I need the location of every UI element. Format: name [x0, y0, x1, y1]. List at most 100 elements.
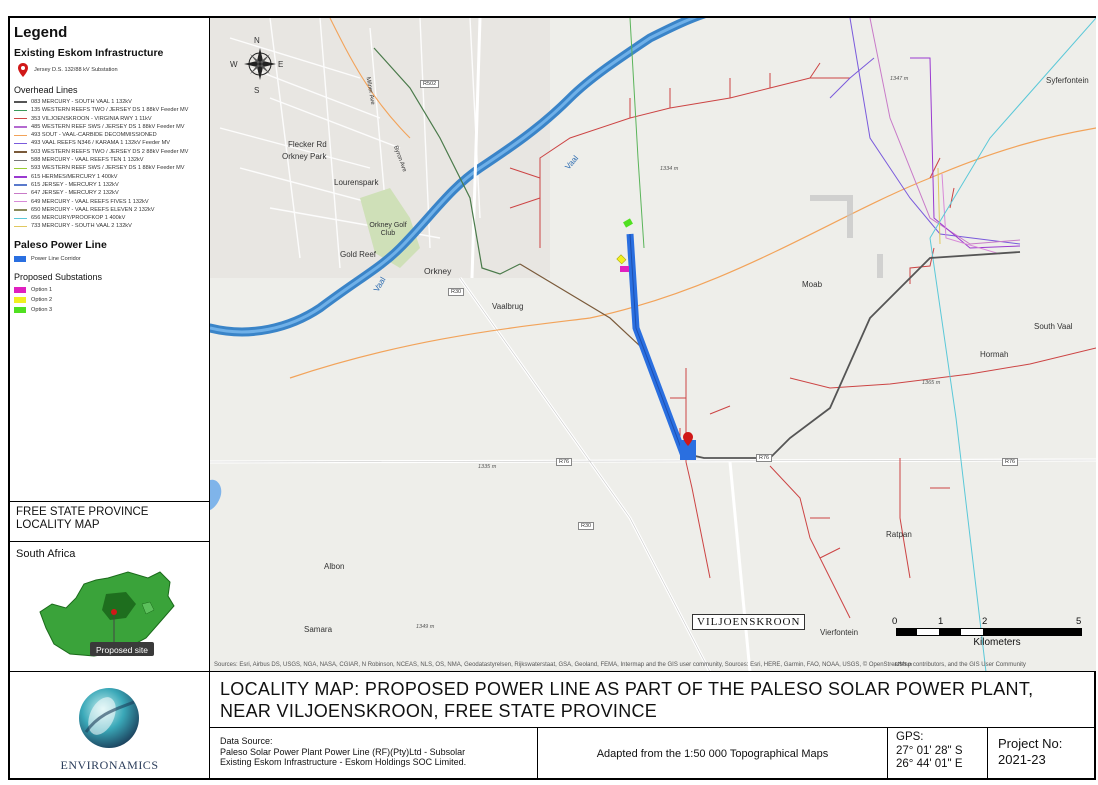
option-swatch — [14, 286, 26, 293]
line-swatch — [14, 184, 27, 186]
place-flecker-rd: Flecker Rd — [288, 140, 327, 149]
spot-height-2: 1334 m — [660, 166, 679, 172]
road-r76-c: R76 — [1002, 458, 1019, 466]
road-r30-a: R30 — [448, 288, 465, 296]
option-swatch — [14, 306, 26, 313]
south-africa-map — [39, 571, 175, 657]
line-swatch — [14, 159, 27, 161]
compass-s: S — [254, 86, 260, 95]
corridor-swatch — [14, 255, 26, 262]
overhead-line-label: 615 JERSEY - MERCURY 1 132kV — [31, 181, 119, 188]
place-ratpan: Ratpan — [886, 530, 912, 539]
scale-bar: 0 1 2 5 Kilometers — [882, 616, 1082, 648]
spot-height-3: 1365 m — [922, 380, 941, 386]
overhead-line-row: 588 MERCURY - VAAL REEFS TEN 1 132kV — [14, 156, 205, 164]
map-canvas — [210, 18, 1096, 671]
overhead-line-label: 647 JERSEY - MERCURY 2 132kV — [31, 190, 119, 197]
map-sheet: Legend Existing Eskom Infrastructure Jer… — [8, 16, 1096, 780]
scale-tick-5: 5 — [1076, 616, 1082, 627]
place-samara: Samara — [304, 625, 333, 634]
overhead-line-label: 650 MERCURY - VAAL REEFS ELEVEN 2 132kV — [31, 206, 155, 213]
spot-height-4: 1335 m — [478, 464, 497, 470]
option-label: Option 2 — [31, 296, 53, 303]
spot-height-6: 1298 m — [894, 662, 913, 668]
scale-tick-0: 0 — [892, 616, 898, 627]
legend-title: Legend — [14, 24, 68, 41]
project-number: 2021-23 — [998, 752, 1046, 767]
overhead-line-row: 647 JERSEY - MERCURY 2 132kV — [14, 189, 205, 197]
overhead-line-label: 615 HERMES/MERCURY 1 400kV — [31, 173, 118, 180]
option-row: Option 2 — [14, 295, 205, 305]
line-swatch — [14, 126, 27, 128]
data-source-cell: Data Source: Paleso Solar Power Plant Po… — [210, 728, 538, 780]
road-r502: R502 — [420, 80, 440, 88]
info-bar: Data Source: Paleso Solar Power Plant Po… — [210, 728, 1096, 780]
data-source-line-2: Existing Eskom Infrastructure - Eskom Ho… — [220, 757, 467, 767]
gps-latitude: 27° 01' 28" S — [896, 744, 963, 757]
environamics-logo-icon — [79, 688, 139, 748]
locality-inset-map: South Africa Proposed site — [10, 542, 210, 672]
option-row: Option 1 — [14, 285, 205, 295]
project-label: Project No: — [998, 736, 1063, 751]
compass-n: N — [254, 36, 260, 45]
overhead-line-row: 083 MERCURY - SOUTH VAAL 1 132kV — [14, 98, 205, 106]
overhead-line-label: 493 SOUT - VAAL-CARBIDE DECOMMISSIONED — [31, 132, 157, 139]
option-swatch — [14, 296, 26, 303]
overhead-line-row: 656 MERCURY/PROOFKOP 1 400kV — [14, 214, 205, 222]
place-orkney: Orkney — [424, 266, 452, 276]
data-source-line-1: Paleso Solar Power Plant Power Line (RF)… — [220, 746, 466, 757]
brand-name: ENVIRONAMICS — [60, 758, 159, 772]
place-south-vaal: South Vaal — [1034, 322, 1073, 331]
overhead-line-label: 649 MERCURY - VAAL REEFS FIVES 1 132kV — [31, 198, 149, 205]
overhead-line-label: 593 WESTERN REEF SWS / JERSEY DS 1 88kV … — [31, 165, 185, 172]
overhead-line-row: 503 WESTERN REEFS TWO / JERSEY DS 2 88kV… — [14, 148, 205, 156]
main-map[interactable]: N S E W Flecker Rd Orkney Park Lourenspa… — [210, 18, 1096, 672]
town-label-viljoenskroon: VILJOENSKROON — [692, 614, 806, 630]
line-swatch — [14, 176, 27, 178]
proposed-substations-header: Proposed Substations — [14, 271, 103, 282]
option-row: Option 3 — [14, 305, 205, 315]
gps-longitude: 26° 44' 01" E — [896, 758, 963, 770]
overhead-line-label: 588 MERCURY - VAAL REEFS TEN 1 132kV — [31, 157, 144, 164]
overhead-line-row: 650 MERCURY - VAAL REEFS ELEVEN 2 132kV — [14, 206, 205, 214]
scale-unit: Kilometers — [973, 637, 1021, 648]
overhead-line-label: 485 WESTERN REEF SWS / JERSEY DS 1 88kV … — [31, 123, 185, 130]
place-syferfontein: Syferfontein — [1046, 76, 1089, 85]
compass-e: E — [278, 60, 284, 69]
line-swatch — [14, 225, 27, 228]
adapted-from: Adapted from the 1:50 000 Topographical … — [538, 728, 888, 780]
place-albon: Albon — [324, 562, 345, 571]
road-r76-a: R76 — [556, 458, 573, 466]
option-label: Option 3 — [31, 306, 53, 313]
line-swatch — [14, 134, 27, 137]
overhead-line-label: 503 WESTERN REEFS TWO / JERSEY DS 2 88kV… — [31, 148, 189, 155]
locality-heading: FREE STATE PROVINCE LOCALITY MAP — [10, 502, 210, 542]
corridor-legend-row: Power Line Corridor — [14, 254, 205, 264]
overhead-line-row: 135 WESTERN REEFS TWO / JERSEY DS 1 88kV… — [14, 106, 205, 114]
proposed-site-label: Proposed site — [96, 645, 148, 655]
line-swatch — [14, 209, 27, 211]
line-swatch — [14, 101, 27, 103]
overhead-line-label: 135 WESTERN REEFS TWO / JERSEY DS 1 88kV… — [31, 107, 189, 114]
place-vierfontein: Vierfontein — [820, 628, 859, 637]
overhead-line-row: 493 VAAL REEFS N346 / KARAMA 1 132kV Fee… — [14, 139, 205, 147]
gps-label: GPS: — [896, 731, 924, 743]
overhead-line-label: 083 MERCURY - SOUTH VAAL 1 132kV — [31, 99, 132, 105]
north-arrow-icon — [244, 48, 276, 80]
overhead-lines-list: 083 MERCURY - SOUTH VAAL 1 132kV 135 WEST… — [14, 98, 205, 231]
paleso-header: Paleso Power Line — [14, 238, 107, 251]
corridor-label: Power Line Corridor — [31, 255, 81, 262]
line-swatch — [14, 167, 27, 170]
substation-pin[interactable] — [683, 432, 693, 446]
place-orkney-golf: Orkney Golf Club — [369, 222, 407, 237]
gps-cell: GPS: 27° 01' 28" S 26° 44' 01" E — [888, 728, 988, 780]
line-swatch — [14, 151, 27, 153]
data-source-label: Data Source: — [220, 736, 273, 746]
overhead-line-row: 649 MERCURY - VAAL REEFS FIVES 1 132kV — [14, 198, 205, 206]
project-cell: Project No: 2021-23 — [988, 728, 1094, 780]
overhead-line-row: 733 MERCURY - SOUTH VAAL 2 132kV — [14, 222, 205, 230]
line-swatch — [14, 201, 27, 203]
place-vaalbrug: Vaalbrug — [492, 302, 524, 311]
place-moab: Moab — [802, 280, 823, 289]
